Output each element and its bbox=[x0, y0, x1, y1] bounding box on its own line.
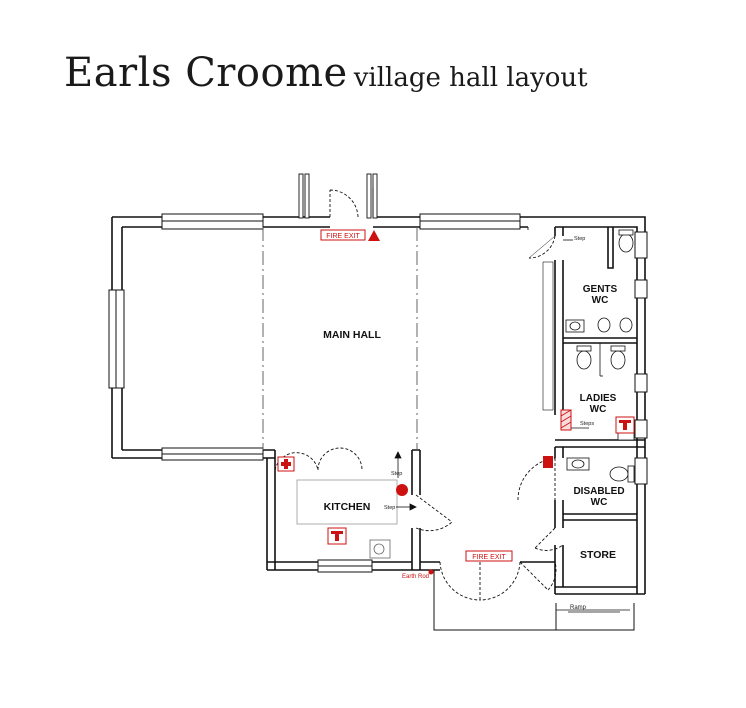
steps-label: Steps bbox=[580, 421, 594, 427]
warning-triangle-icon bbox=[368, 230, 380, 241]
step-label: Step bbox=[574, 236, 585, 242]
step-arrows bbox=[394, 239, 620, 613]
doors bbox=[274, 173, 564, 601]
ladies-hatched-panel bbox=[560, 409, 572, 431]
room-label-kitchen: KITCHEN bbox=[324, 501, 371, 513]
fire-exit-label: FIRE EXIT bbox=[472, 554, 506, 561]
fixtures bbox=[296, 229, 635, 559]
fire-alarm-icon bbox=[543, 456, 553, 468]
first-aid-icon bbox=[277, 456, 295, 472]
fire-exit-sign-icon bbox=[465, 550, 513, 562]
step-label: Step bbox=[391, 471, 402, 477]
room-label-ladies-wc: WC bbox=[590, 404, 607, 415]
earth-rod-label: Earth Rod bbox=[402, 574, 429, 580]
fire-exit-label: FIRE EXIT bbox=[326, 233, 360, 240]
windows bbox=[108, 213, 648, 573]
room-label-ladies: LADIES bbox=[580, 393, 617, 404]
step-label: Step bbox=[384, 505, 395, 511]
room-label-gents: GENTS bbox=[583, 284, 618, 295]
fire-extinguisher-icon bbox=[615, 416, 635, 434]
outer-walls bbox=[111, 216, 646, 631]
room-label-disabled-wc: WC bbox=[591, 497, 608, 508]
title-sub: village hall layout bbox=[353, 63, 588, 93]
ramp-label: Ramp bbox=[570, 605, 587, 611]
fire-exit-sign-icon bbox=[320, 229, 366, 241]
fire-alarm-point-icon bbox=[396, 484, 408, 496]
room-label-store: STORE bbox=[580, 549, 616, 561]
fire-extinguisher-icon bbox=[327, 527, 347, 545]
room-label-disabled: DISABLED bbox=[573, 486, 624, 497]
earth-rod-icon bbox=[428, 569, 434, 575]
room-label-gents-wc: WC bbox=[592, 295, 609, 306]
hall-dividers bbox=[262, 227, 418, 450]
room-label-main-hall: MAIN HALL bbox=[323, 329, 381, 341]
title-main: Earls Croome bbox=[64, 50, 348, 96]
